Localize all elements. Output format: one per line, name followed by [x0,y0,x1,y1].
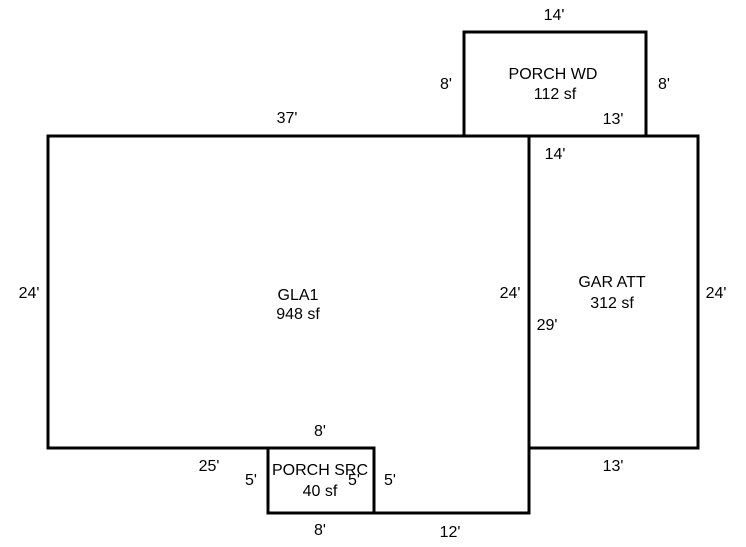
dim-porch-wd-bottom: 13' [603,111,624,128]
dim-gar-bottom: 13' [603,458,624,475]
gar-att-name: GAR ATT [578,274,645,291]
dim-gla1-top: 37' [277,110,298,127]
dim-porch-wd-top: 14' [544,7,565,24]
dim-porch-src-right-inner: 5' [348,472,360,489]
dim-gar-top: 14' [545,146,566,163]
porch-wd-area: 112 sf [534,86,577,103]
dim-gla1-right: 24' [500,285,521,302]
dim-gla1-bottom-left: 25' [199,458,220,475]
dim-porch-wd-left: 8' [440,76,452,93]
gar-att-outline [527,134,700,450]
dim-gla1-left: 24' [19,285,40,302]
porch-src-name: PORCH SRC [272,462,368,479]
porch-src-area: 40 sf [303,483,338,500]
porch-src-outline [266,446,376,515]
gla1-outline [46,134,531,515]
dim-gla1-lower-right: 29' [537,317,558,334]
dim-porch-src-left: 5' [245,472,257,489]
dim-porch-src-top: 8' [314,423,326,440]
gla1-name: GLA1 [278,287,319,304]
dim-porch-src-right-outer: 5' [384,472,396,489]
dim-gar-right: 24' [706,285,727,302]
gla1-area: 948 sf [276,306,320,323]
dim-porch-src-bottom: 8' [314,522,326,539]
porch-wd-name: PORCH WD [509,66,598,83]
dim-gla1-bottom-right: 12' [440,524,461,541]
dim-porch-wd-right: 8' [658,76,670,93]
gar-att-area: 312 sf [590,295,634,312]
